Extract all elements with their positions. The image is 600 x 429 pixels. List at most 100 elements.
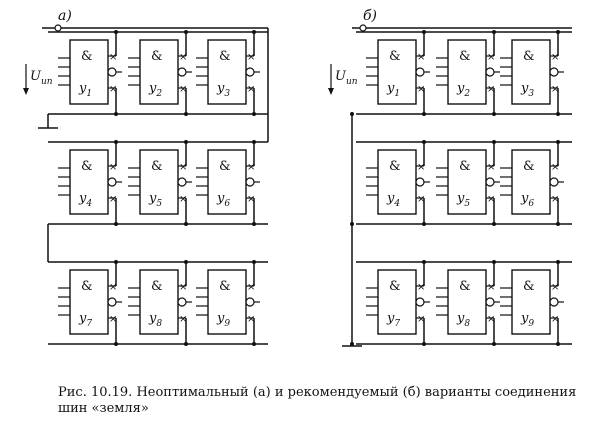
gate-symbol: & (459, 49, 471, 64)
pin-cross-mark: × (487, 52, 495, 63)
junction-dot (492, 260, 496, 264)
junction-dot (184, 222, 188, 226)
chip-label-main: y (456, 311, 465, 326)
grounding-diagram: ××&y1××&y2××&y3××&y4××&y5××&y6××&y7××&y8… (23, 8, 572, 347)
pin-cross-mark: × (109, 282, 117, 293)
inverter-bubble (485, 297, 495, 307)
logic-chip: ××&y4 (366, 149, 430, 215)
chip-label: y1 (78, 81, 92, 99)
chip-label-main: y (78, 191, 87, 206)
inverter-bubble (485, 67, 495, 77)
gate-symbol: & (151, 279, 163, 294)
chip-label: y4 (386, 191, 400, 209)
bus-wires (38, 27, 572, 347)
pin-cross-mark: × (109, 52, 117, 63)
logic-chip: ××&y5 (128, 149, 192, 215)
chip-label-main: y (148, 311, 157, 326)
chip-label-main: y (216, 191, 225, 206)
pin-cross-mark: × (417, 314, 425, 325)
pin-cross-mark: × (247, 52, 255, 63)
chip-label-main: y (386, 191, 395, 206)
pin-cross-mark: × (109, 162, 117, 173)
pin-cross-mark: × (179, 282, 187, 293)
chip-label: y9 (216, 311, 230, 329)
chip-label-index: 8 (464, 319, 470, 329)
inverter-bubble (415, 67, 425, 77)
chip-label-main: y (386, 311, 395, 326)
junction-dot (252, 112, 256, 116)
chip-label-main: y (216, 311, 225, 326)
junction-dot (350, 112, 354, 116)
junction-dot (114, 260, 118, 264)
junction-dot (556, 260, 560, 264)
logic-chip: × × & y8 (128, 269, 192, 335)
inverter-bubble (107, 67, 117, 77)
chip-body (447, 39, 487, 105)
chip-label-index: 5 (156, 199, 162, 209)
junction-dot (252, 342, 256, 346)
chip-label-main: y (148, 191, 157, 206)
logic-chip: ××&y3 (196, 39, 260, 105)
gate-symbol: & (219, 49, 231, 64)
logic-chip: ××&y8 (436, 269, 500, 335)
pin-cross-mark: × (551, 162, 559, 173)
gate-symbol: & (81, 279, 93, 294)
chip-label: y6 (216, 191, 230, 209)
junction-dot (422, 140, 426, 144)
junction-dot (350, 222, 354, 226)
junction-dot (184, 112, 188, 116)
junction-dot (252, 140, 256, 144)
supply-voltage-main: U (335, 69, 347, 84)
chip-label: y6 (520, 191, 534, 209)
chip-label-index: 9 (528, 319, 534, 329)
junction-dot (114, 222, 118, 226)
junction-dot (492, 222, 496, 226)
junction-dot (556, 112, 560, 116)
junction-dot (252, 260, 256, 264)
junction-dot (422, 342, 426, 346)
supply-voltage-subscript: ип (346, 77, 358, 87)
junction-dot (422, 30, 426, 34)
junction-dot (556, 342, 560, 346)
pin-cross-mark: × (417, 162, 425, 173)
chip-label-main: y (456, 81, 465, 96)
gate-symbol: & (523, 159, 535, 174)
chip-body (447, 269, 487, 335)
chip-body (139, 149, 179, 215)
junction-dot (184, 342, 188, 346)
chip-body (511, 269, 551, 335)
inverter-bubble (415, 297, 425, 307)
chip-label-index: 6 (528, 199, 534, 209)
chip-label-main: y (386, 81, 395, 96)
logic-chip: ××&y7 (58, 269, 122, 335)
junction-dot (492, 30, 496, 34)
voltage-arrow-head (23, 88, 29, 95)
gate-symbol: & (389, 49, 401, 64)
pin-cross-mark: × (417, 282, 425, 293)
pin-cross-mark: × (417, 194, 425, 205)
figure-caption: Рис. 10.19. Неоптимальный (а) и рекоменд… (58, 385, 577, 416)
junction-dot (184, 260, 188, 264)
chip-label: y4 (78, 191, 92, 209)
supply-terminal (54, 24, 62, 32)
pin-cross-mark: × (551, 194, 559, 205)
logic-chip: ××&y9 (500, 269, 564, 335)
logic-chip: ××&y1 (58, 39, 122, 105)
chip-label-index: 2 (155, 89, 162, 99)
logic-chip: ××&y2 (128, 39, 192, 105)
pin-cross-mark: × (179, 162, 187, 173)
pin-cross-mark: × (487, 314, 495, 325)
junction-dot (492, 112, 496, 116)
chip-label-index: 4 (393, 199, 400, 209)
chip-label-main: y (456, 191, 465, 206)
chip-label-index: 3 (528, 89, 534, 99)
logic-chip: ××&y2 (436, 39, 500, 105)
chip-label-index: 1 (394, 89, 400, 99)
gate-symbol: & (523, 49, 535, 64)
inverter-bubble (549, 297, 559, 307)
chip-label: y8 (148, 311, 162, 329)
logic-chip: ××&y4 (58, 149, 122, 215)
pin-cross-mark: × (179, 84, 187, 95)
gate-symbol: & (389, 279, 401, 294)
pin-cross-mark: × (179, 314, 187, 325)
